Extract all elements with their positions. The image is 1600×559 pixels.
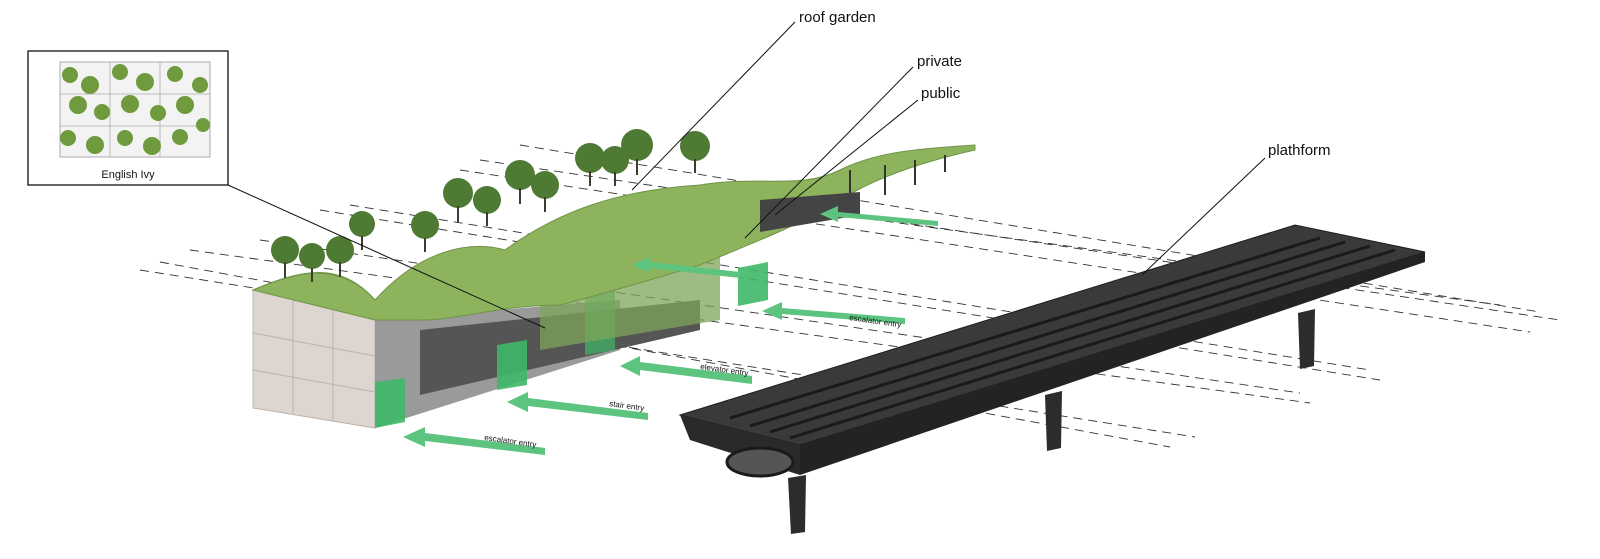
callout-leader-lines [227, 21, 1266, 329]
roof-trees [271, 129, 710, 282]
canopy-dark-slab [760, 192, 860, 232]
roof-garden-label: roof garden [799, 9, 876, 26]
station-building [252, 210, 768, 429]
platform-pier-3 [1298, 309, 1315, 369]
platform-long-side [800, 252, 1425, 475]
glass-green-panel-2 [497, 340, 527, 390]
english-ivy-inset: English Ivy [27, 50, 229, 186]
public-label: public [921, 85, 961, 102]
stair-entry-arrow [507, 392, 648, 420]
glass-green-panel-3 [738, 262, 768, 306]
glass-green-panel-1 [375, 378, 405, 428]
escalator-entry-top-label: escalator entry [849, 313, 902, 329]
elevator-entry-arrow [620, 356, 752, 384]
english-ivy-caption: English Ivy [101, 169, 155, 181]
platform-pier-2 [1045, 391, 1062, 451]
platform-label: plathform [1268, 142, 1331, 159]
green-roof [251, 144, 976, 321]
entry-arrows [403, 206, 938, 455]
platform-viaduct [678, 224, 1426, 534]
platform-tube-opening [725, 446, 795, 478]
upper-arrow-1 [820, 206, 938, 226]
escalator-entry-top-arrow [762, 302, 905, 324]
private-label: private [917, 53, 962, 70]
upper-arrow-2 [632, 257, 740, 278]
escalator-entry-bottom-arrow [403, 427, 545, 455]
dashed-alignment-lines [139, 144, 1561, 448]
ivy-wall-illustration [59, 61, 211, 158]
platform-pier-1 [788, 475, 806, 534]
